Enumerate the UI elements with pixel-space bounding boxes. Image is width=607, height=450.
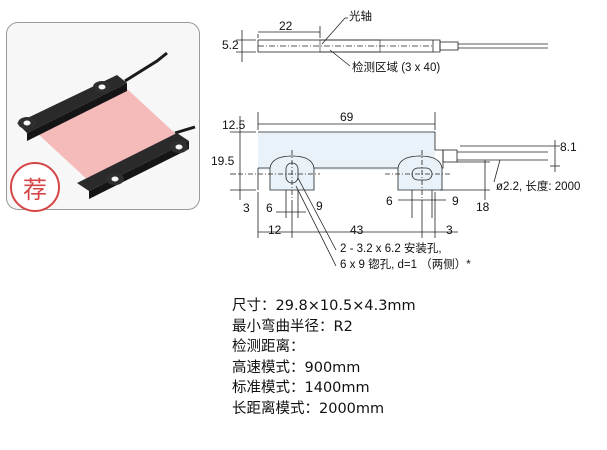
dim-22: 22 (279, 19, 293, 33)
upper-mount-left-hole (23, 120, 31, 126)
top-view (236, 17, 548, 67)
dim-43: 43 (350, 223, 364, 237)
front-view-plug (442, 149, 458, 163)
hole-note-line-2: 6 x 9 锪孔, d=1 （两侧）* (340, 257, 471, 271)
recommend-badge: 荐 (10, 162, 60, 212)
hole-note-line-1: 2 - 3.2 x 6.2 安装孔, (340, 241, 442, 255)
detection-area-leader (329, 49, 351, 67)
dim-69: 69 (340, 110, 354, 124)
cable-lower (174, 125, 196, 135)
top-view-plug (439, 41, 459, 51)
dim-9-right: 9 (452, 194, 459, 208)
dim-8-1: 8.1 (560, 140, 577, 154)
spec-long-range: 长距离模式：2000mm (232, 400, 385, 417)
label-detection-area: 检测区域 (3 x 40) (352, 60, 440, 74)
spec-high-speed: 高速模式：900mm (232, 359, 361, 376)
dim-9-left: 9 (316, 199, 323, 213)
hole-note-leader-1 (297, 177, 337, 251)
cable-upper (124, 51, 168, 83)
lower-mount-left-hole (111, 176, 119, 182)
cable-note: ø2.2, 长度: 2000 (496, 179, 580, 193)
dim-12-5: 12.5 (222, 118, 246, 132)
beam-area (37, 89, 177, 183)
spec-bend-radius: 最小弯曲半径：R2 (232, 318, 353, 335)
dim-5-2: 5.2 (222, 38, 239, 52)
label-optical-axis: 光轴 (349, 9, 372, 23)
dim-3-right: 3 (446, 223, 453, 237)
right-mount-tab (397, 155, 443, 191)
badge-text: 荐 (23, 175, 47, 204)
dim-6-left: 6 (266, 201, 273, 215)
spec-detection-distance: 检测距离： (232, 339, 305, 355)
lower-mount-right-hole (175, 144, 183, 150)
lower-housing (77, 133, 189, 191)
spec-size: 尺寸：29.8×10.5×4.3mm (232, 298, 416, 314)
spec-standard: 标准模式：1400mm (232, 380, 370, 396)
top-view-connector (433, 39, 441, 53)
dim-19-5: 19.5 (211, 154, 235, 168)
top-view-window (319, 39, 381, 53)
cable-note-leader (493, 159, 501, 183)
dim-6-right: 6 (386, 194, 393, 208)
optical-axis-leader (321, 17, 346, 45)
front-view (230, 112, 560, 267)
upper-mount-right-hole (98, 84, 106, 90)
hole-note-leader-2 (295, 185, 337, 267)
dim-3-left: 3 (243, 201, 250, 215)
dim-18: 18 (476, 200, 490, 214)
spec-list: 尺寸：29.8×10.5×4.3mm 最小弯曲半径：R2 检测距离： 高速模式：… (232, 296, 416, 419)
sensor-illustration (17, 51, 196, 199)
upper-housing-side (27, 83, 127, 141)
dim-12: 12 (268, 223, 282, 237)
